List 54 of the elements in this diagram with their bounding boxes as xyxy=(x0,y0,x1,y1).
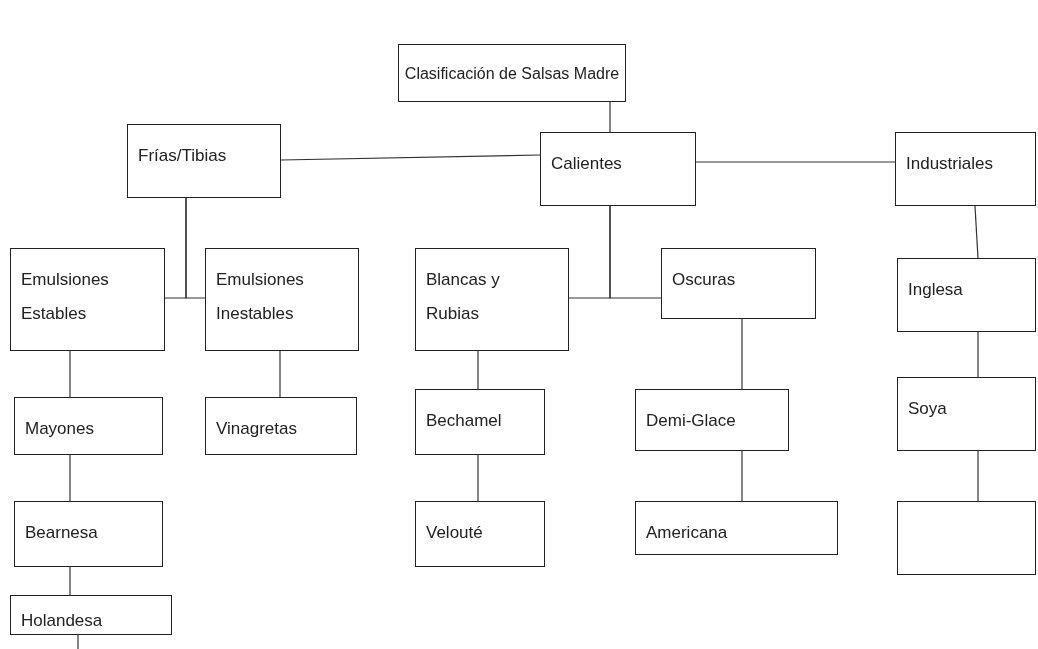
sauce-box xyxy=(415,248,569,351)
sauce-box xyxy=(14,501,163,567)
sauce-box xyxy=(895,132,1036,206)
box-label: Bechamel xyxy=(426,410,503,432)
connector-line xyxy=(695,161,896,163)
connector-line xyxy=(477,350,479,390)
connector-line xyxy=(977,450,979,502)
box-label: Demi-Glace xyxy=(646,410,737,432)
connector-line xyxy=(477,454,479,502)
box-label: Clasificación de Salsas Madre xyxy=(403,64,621,84)
sauce-box xyxy=(635,501,838,555)
empty-box xyxy=(897,501,1036,575)
box-label: Velouté xyxy=(426,522,484,544)
connector-line xyxy=(741,450,743,502)
box-label: Calientes xyxy=(551,153,623,175)
connector-line xyxy=(609,205,662,299)
sauce-box xyxy=(10,248,165,351)
sauce-box xyxy=(897,377,1036,451)
connector-line xyxy=(279,350,281,398)
sauce-box xyxy=(14,397,163,455)
connector-line xyxy=(609,101,611,133)
box-label: Vinagretas xyxy=(216,418,298,440)
connector-line xyxy=(185,197,206,299)
connector-line xyxy=(69,566,71,596)
connector-line xyxy=(974,205,979,259)
box-label: Soya xyxy=(908,398,948,420)
box-label: Mayones xyxy=(25,418,95,440)
connector-line xyxy=(280,154,541,161)
sauce-box xyxy=(398,44,626,102)
sauce-box xyxy=(897,258,1036,332)
box-label: Blancas y Rubias xyxy=(426,269,501,325)
connector-line xyxy=(77,634,79,649)
sauce-box xyxy=(205,248,359,351)
box-label: Americana xyxy=(646,522,729,544)
sauce-box xyxy=(205,397,357,455)
connector-line xyxy=(741,318,743,390)
sauce-box xyxy=(661,248,816,319)
box-label: Emulsiones Inestables xyxy=(216,269,305,325)
connector-line xyxy=(977,331,979,378)
sauce-box xyxy=(635,389,789,451)
box-label: Oscuras xyxy=(672,269,737,291)
box-label: Inglesa xyxy=(908,279,964,301)
sauce-box xyxy=(10,595,172,635)
sauce-box xyxy=(540,132,696,206)
connector-line xyxy=(69,454,71,502)
box-label: Bearnesa xyxy=(25,522,99,544)
sauce-box xyxy=(415,501,545,567)
sauce-box xyxy=(127,124,281,198)
box-label: Frías/Tibias xyxy=(138,145,228,167)
sauce-box xyxy=(415,389,545,455)
box-label: Holandesa xyxy=(21,610,104,632)
connector-line xyxy=(69,350,71,398)
box-label: Industriales xyxy=(906,153,994,175)
box-label: Emulsiones Estables xyxy=(21,269,110,325)
